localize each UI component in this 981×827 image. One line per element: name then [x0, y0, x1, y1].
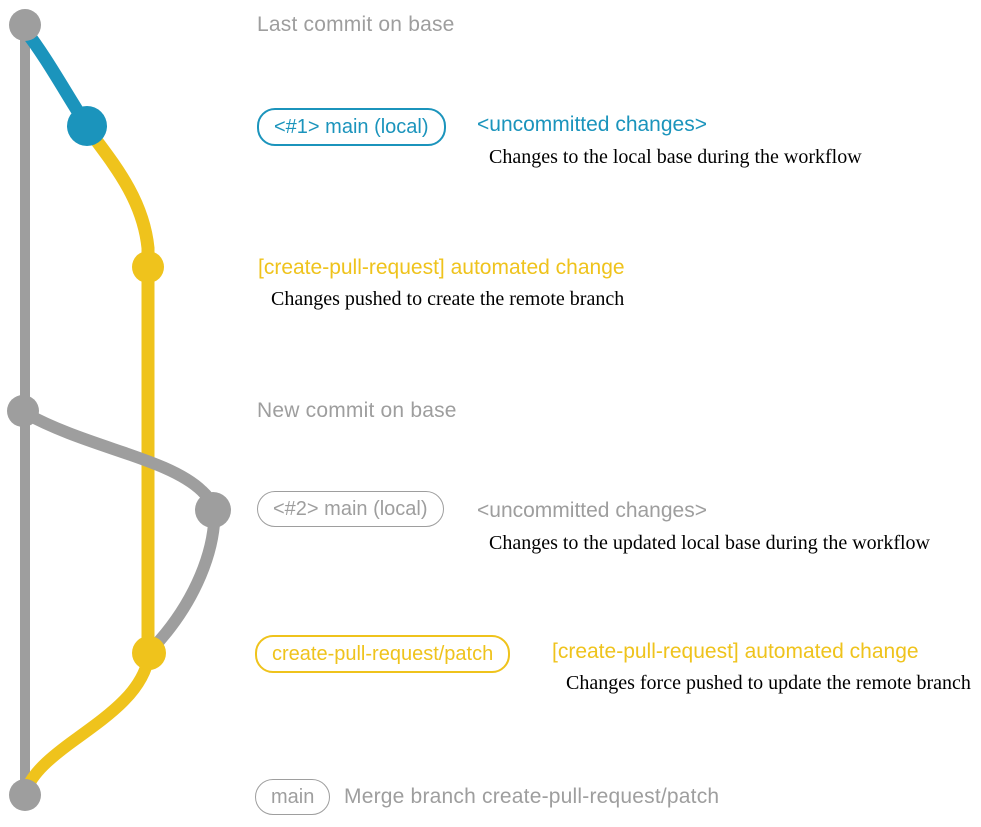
merge-commit-label: Merge branch create-pull-request/patch: [344, 785, 720, 808]
commit-dot-automated-change-2: [132, 636, 166, 670]
merge-branch-line: [20, 649, 155, 797]
commit-dot-main-local-2: [195, 492, 231, 528]
branch-badge-main: main: [255, 779, 331, 815]
uncommitted-changes-title-2: <uncommitted changes>: [477, 499, 707, 522]
branch-badge-main-local-1: <#1> main (local): [257, 108, 446, 146]
commit-dot-last-base: [9, 9, 41, 41]
commit-dot-main-local-1: [67, 106, 107, 146]
last-commit-label: Last commit on base: [257, 13, 455, 36]
branch-badge-main-local-2: <#2> main (local): [257, 491, 444, 527]
rebase-branch-line: [19, 407, 221, 656]
commit-dot-new-base: [7, 395, 39, 427]
automated-change-desc-2: Changes force pushed to update the remot…: [566, 672, 971, 694]
commit-dot-automated-change-1: [132, 251, 164, 283]
commit-dot-merge: [9, 779, 41, 811]
automated-change-title-1: [create-pull-request] automated change: [258, 256, 625, 279]
automated-change-title-2: [create-pull-request] automated change: [552, 640, 919, 663]
branch-badge-patch: create-pull-request/patch: [255, 635, 511, 673]
uncommitted-changes-desc-2: Changes to the updated local base during…: [489, 532, 930, 554]
uncommitted-changes-title-1: <uncommitted changes>: [477, 113, 707, 136]
uncommitted-changes-desc-1: Changes to the local base during the wor…: [489, 146, 862, 168]
remote-branch-line: [80, 121, 155, 660]
automated-change-desc-1: Changes pushed to create the remote bran…: [271, 288, 625, 310]
new-commit-label: New commit on base: [257, 399, 457, 422]
